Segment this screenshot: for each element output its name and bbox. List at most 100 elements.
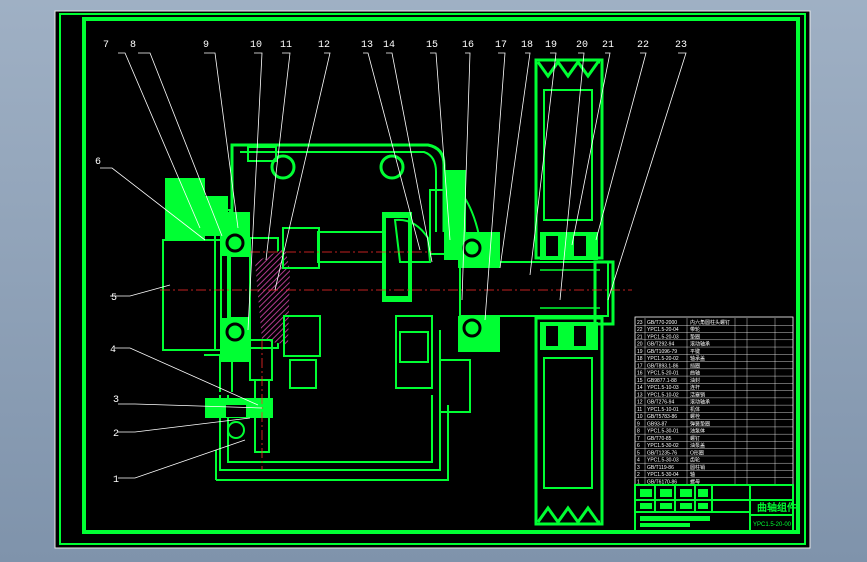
left-callouts: 6 5 4 3 2 1 [95,157,119,486]
part-name: 连杆 [690,384,700,391]
part-name: 齿轮 [690,457,700,464]
part-number: 15 [637,378,643,384]
part-name: 挡圈 [690,362,700,369]
part-code: YPC1.5-10-02 [647,392,679,398]
callout-23: 23 [675,40,687,51]
part-number: 12 [637,400,643,406]
part-name: 机体 [690,406,700,413]
part-name: 曲轴 [690,370,700,377]
part-code: GB/T1096-79 [647,349,677,355]
part-name: 圆柱销 [690,464,705,471]
drawing-number: YPC1.5-20-00 [753,522,792,528]
part-code: GB/T276-94 [647,400,674,406]
part-code: YPC1.5-20-04 [647,327,679,333]
part-number: 5 [637,450,640,456]
part-name: 弹簧垫圈 [690,420,710,427]
centerlines [160,251,632,470]
callout-22: 22 [637,40,649,51]
part-code: YPC1.5-10-03 [647,385,679,391]
part-code: YPC1.5-30-02 [647,443,679,449]
callout-6: 6 [95,157,101,168]
part-number: 7 [637,436,640,442]
part-code: GB/T893.1-86 [647,363,679,369]
callout-1: 1 [113,475,119,486]
part-code: GB/T292-94 [647,342,674,348]
part-name: O形圈 [690,449,704,456]
part-code: GB/T6170-86 [647,480,677,486]
part-name: 螺母 [690,479,700,486]
callout-8: 8 [130,40,136,51]
top-callouts: 7 8 9 10 11 12 13 14 15 16 17 18 19 20 2… [103,40,687,51]
part-number: 14 [637,385,643,391]
part-number: 9 [637,421,640,427]
part-number: 3 [637,465,640,471]
output-shaft [459,261,609,317]
part-number: 21 [637,334,643,340]
callout-21: 21 [602,40,614,51]
part-code: GB/T1235-76 [647,450,677,456]
part-name: 活塞销 [690,391,705,398]
part-name: 带轮 [690,326,700,333]
leader-lines [100,52,687,479]
part-code: YPC1.5-30-03 [647,458,679,464]
outer-frame [59,13,806,545]
part-number: 18 [637,356,643,362]
part-name: 油封 [690,377,700,384]
callout-19: 19 [545,40,557,51]
callout-9: 9 [203,40,209,51]
callout-11: 11 [280,40,292,51]
callout-5: 5 [111,293,117,304]
pump-cap [165,178,205,240]
part-name: 滚动轴承 [690,399,710,406]
title-block: 曲轴组件 YPC1.5-20-00 [634,484,797,532]
part-code: GB9877.1-88 [647,378,677,384]
inner-frame [82,17,800,534]
part-name: 内六角圆柱头螺钉 [690,319,730,326]
part-number: 16 [637,371,643,377]
part-number: 8 [637,429,640,435]
callout-17: 17 [495,40,507,51]
part-name: 轴承盖 [690,355,705,362]
part-code: GB93-87 [647,421,667,427]
part-number: 10 [637,414,643,420]
callout-10: 10 [250,40,262,51]
crank-web-hatched [255,248,290,345]
part-number: 11 [637,407,642,413]
callout-14: 14 [383,40,395,51]
part-code: YPC1.5-30-01 [647,429,679,435]
part-number: 17 [637,363,643,369]
part-code: GB/T70-2000 [647,320,677,326]
part-number: 2 [637,472,640,478]
callout-7: 7 [103,40,109,51]
part-code: YPC1.5-30-04 [647,472,679,478]
part-name: 油泵盖 [690,442,705,449]
callout-4: 4 [110,345,116,356]
callout-3: 3 [113,395,119,406]
callout-13: 13 [361,40,373,51]
part-number: 13 [637,392,643,398]
part-code: YPC1.5-20-02 [647,356,679,362]
part-code: YPC1.5-20-01 [647,371,679,377]
part-code: GB/T5783-86 [647,414,677,420]
callout-20: 20 [576,40,588,51]
part-number: 22 [637,327,643,333]
callout-15: 15 [426,40,438,51]
part-number: 1 [637,480,640,486]
part-number: 6 [637,443,640,449]
part-code: YPC1.5-10-01 [647,407,679,413]
part-code: GB/T70-85 [647,436,672,442]
part-name: 油泵体 [690,428,705,435]
callout-12: 12 [318,40,330,51]
drawing-title: 曲轴组件 [757,501,797,514]
part-name: 平键 [690,348,700,355]
part-name: 螺钉 [690,435,700,442]
part-number: 19 [637,349,643,355]
part-name: 滚动轴承 [690,341,710,348]
callout-18: 18 [521,40,533,51]
part-number: 4 [637,458,640,464]
part-number: 20 [637,342,643,348]
callout-16: 16 [462,40,474,51]
callout-2: 2 [113,429,119,440]
